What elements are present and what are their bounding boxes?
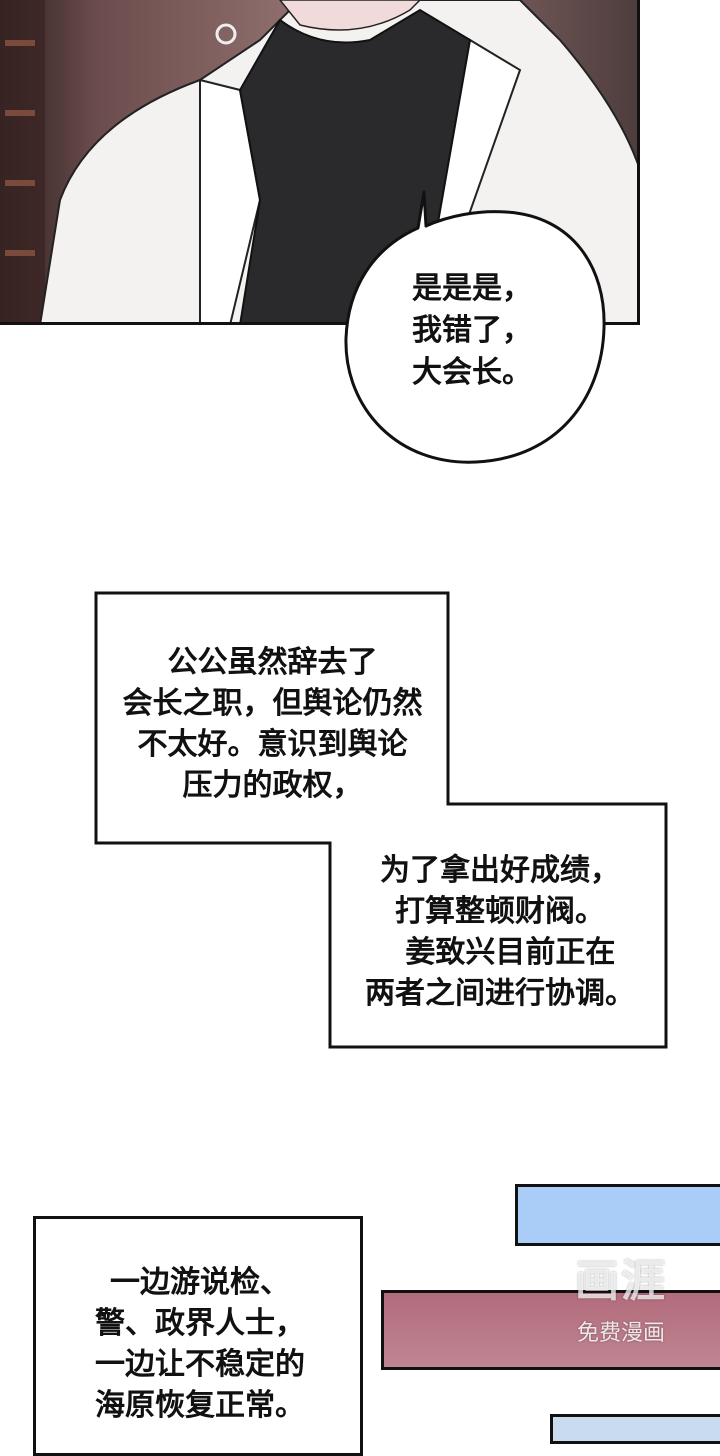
narration-caption-3: 一边游说检、 警、政界人士， 一边让不稳定的 海原恢复正常。 [95, 1265, 305, 1423]
speech-bubble [344, 190, 606, 464]
narration-box-outline [94, 591, 668, 1049]
speech-bubble-line-2: 我错了， [412, 313, 532, 348]
comic-panel-blue [515, 1184, 720, 1246]
narration-caption-2: 为了拿出好成绩， 打算整顿财阀。 姜致兴目前正在 两者之间进行协调。 [365, 853, 635, 1011]
comic-panel-character [0, 0, 640, 325]
narration-box-bottom [33, 1216, 363, 1456]
watermark: 画涯 免费漫画 [556, 1245, 686, 1346]
speech-bubble-line-1: 是是是， [412, 271, 532, 306]
narration-caption-1: 公公虽然辞去了 会长之职，但舆论仍然 不太好。意识到舆论 压力的政权， [122, 645, 423, 803]
character-illustration [0, 0, 637, 322]
watermark-logo: 画涯 [575, 1256, 667, 1307]
comic-panel-pink [381, 1290, 720, 1370]
watermark-subtitle: 免费漫画 [576, 1321, 665, 1346]
speech-bubble-line-3: 大会长。 [412, 355, 532, 390]
